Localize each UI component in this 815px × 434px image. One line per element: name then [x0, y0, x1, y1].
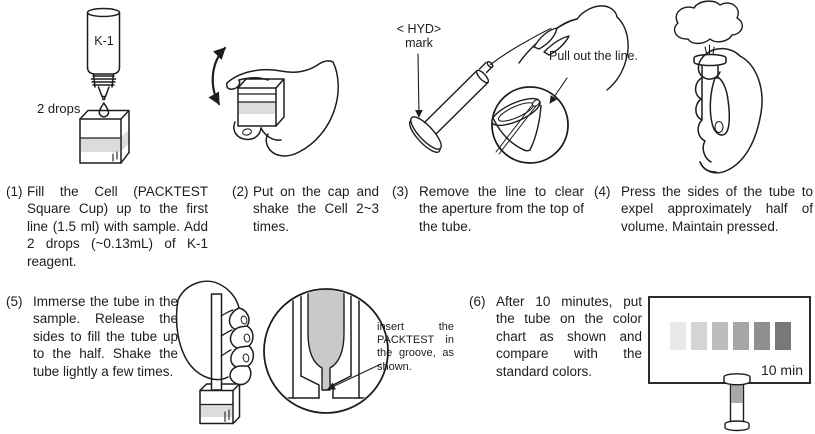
pull-line-arrow	[549, 77, 568, 104]
step-body: Remove the line to clear the aperture fr…	[419, 184, 584, 234]
step-3-text: (3) Remove the line to clear the apertur…	[392, 183, 584, 235]
groove-inset	[263, 288, 389, 414]
immersed-tube	[210, 293, 223, 391]
color-swatch	[670, 322, 686, 350]
step-6-text: (6) After 10 minutes, put the tube on th…	[469, 293, 642, 380]
puff-cloud-icon	[673, 0, 743, 45]
step-body: After 10 minutes, put the tube on the co…	[496, 294, 642, 379]
step-4-text: (4) Press the sides of the tube to expel…	[594, 183, 813, 235]
comparison-tube	[723, 373, 751, 432]
packtest-tube	[408, 60, 494, 153]
step1-illustration	[79, 7, 130, 164]
step5-illustration	[175, 280, 389, 425]
color-swatch	[775, 322, 791, 350]
hyd-mark-label: < HYD>mark	[396, 22, 442, 50]
step-number: (4)	[594, 184, 611, 199]
step4-illustration	[673, 0, 763, 174]
color-swatch	[733, 322, 749, 350]
color-swatch	[691, 322, 707, 350]
hand	[694, 47, 763, 174]
step-number: (3)	[392, 184, 409, 199]
step-5-text: (5) Immerse the tube in the sample. Rele…	[6, 293, 178, 380]
pulled-line	[489, 27, 552, 66]
step-body: Fill the Cell (PACKTEST Square Cup) up t…	[27, 184, 208, 269]
color-chart-box: 10 min	[648, 296, 811, 384]
step-2-text: (2) Put on the cap and shake the Cell 2~…	[232, 183, 379, 235]
step-body: Put on the cap and shake the Cell 2~3 ti…	[253, 184, 379, 234]
time-label: 10 min	[760, 362, 803, 378]
groove-note-arrow	[327, 363, 382, 390]
bottle-label: K-1	[94, 34, 114, 48]
aperture-inset	[491, 86, 569, 164]
step-body: Press the sides of the tube to expel app…	[621, 184, 813, 234]
step-number: (2)	[232, 184, 249, 199]
pull-line-label: Pull out the line.	[549, 49, 638, 63]
step-number: (5)	[6, 294, 23, 309]
hyd-leader-arrow	[415, 53, 423, 118]
hand	[226, 60, 339, 157]
reagent-bottle	[86, 7, 121, 101]
step3-illustration	[408, 5, 629, 164]
step2-illustration	[208, 46, 339, 157]
color-swatch	[712, 322, 728, 350]
color-swatches	[670, 322, 791, 350]
sample-cup	[79, 109, 130, 164]
capped-cell	[237, 78, 285, 127]
hand	[518, 5, 629, 91]
step-number: (1)	[6, 184, 23, 199]
step-number: (6)	[469, 294, 486, 309]
step-body: Immerse the tube in the sample. Release …	[33, 294, 178, 379]
packtest-in-groove	[307, 290, 345, 391]
drops-label: 2 drops	[37, 101, 81, 116]
step-1-text: (1) Fill the Cell (PACKTEST Square Cup) …	[6, 183, 208, 270]
groove-note-label: insert the PACKTEST in the groove, as sh…	[377, 321, 454, 373]
color-swatch	[754, 322, 770, 350]
hand	[175, 280, 255, 386]
shake-arrow-icon	[208, 46, 227, 106]
